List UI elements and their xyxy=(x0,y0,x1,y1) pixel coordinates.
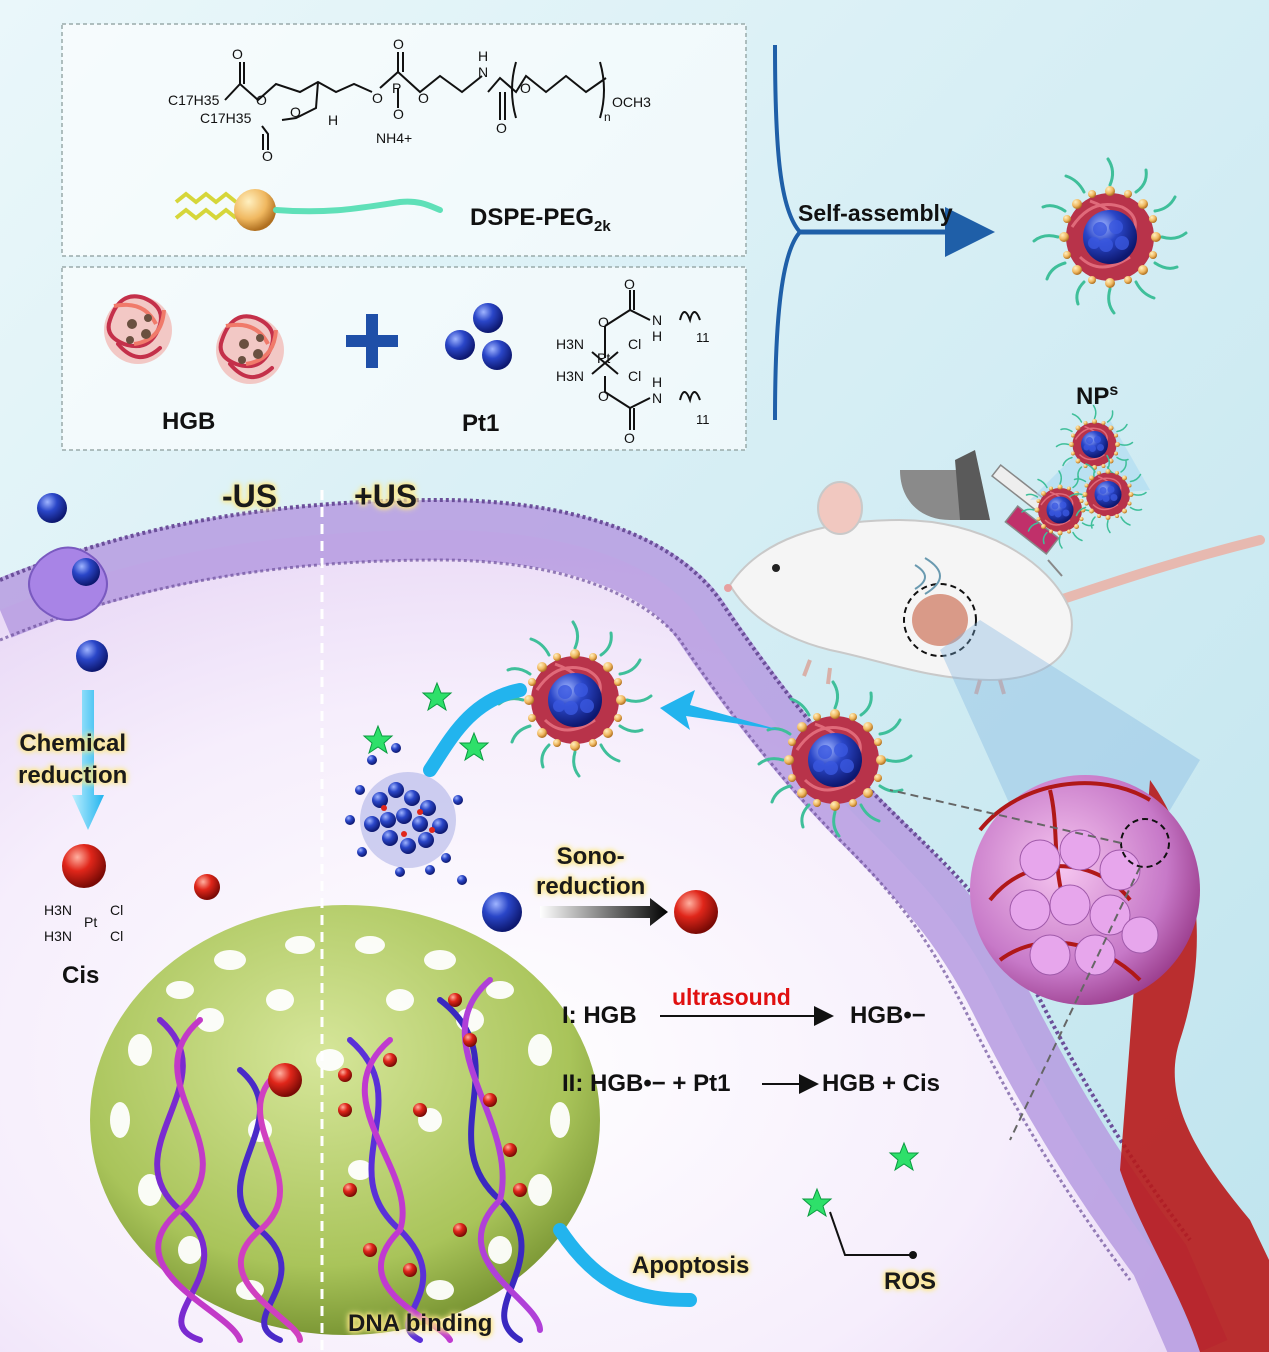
pt1-spheres-cluster xyxy=(445,303,512,370)
reaction-2-products: HGB + Cis xyxy=(822,1070,941,1097)
apoptosis-arrow xyxy=(553,1223,697,1307)
pt1-atom-n-b: N xyxy=(652,390,663,406)
cis-sphere-free xyxy=(194,874,220,900)
pt1-chain-count-a: 11 xyxy=(696,330,710,345)
cis-cl-a: Cl xyxy=(110,902,124,918)
release-arrow xyxy=(423,683,527,777)
lipid-label: DSPE-PEG2k xyxy=(470,204,611,235)
cargo-box xyxy=(61,266,747,451)
pt1-atom-h-a: H xyxy=(652,328,663,344)
reaction-1-product: HGB•− xyxy=(850,1002,926,1029)
nps-superscript: s xyxy=(1109,382,1119,399)
minus-us-label: -US xyxy=(222,478,278,514)
pt1-atom-h-b: H xyxy=(652,374,663,390)
pt1-cl-a: Cl xyxy=(628,336,642,352)
reaction-1-prefix: I: HGB xyxy=(562,1002,637,1029)
tumor-illustration xyxy=(889,775,1269,1352)
dna-binding-label: DNA binding xyxy=(348,1310,493,1337)
uptake-arrow xyxy=(660,690,780,730)
reaction-2-reactants: II: HGB•− + Pt1 xyxy=(562,1070,731,1097)
pt1-metal: Pt xyxy=(597,350,611,366)
hgb-label: HGB xyxy=(162,408,216,435)
pt1-atom-o-b: O xyxy=(598,388,609,404)
cis-h3n-b: H3N xyxy=(44,928,73,944)
membrane-transporter xyxy=(28,546,108,621)
disassembled-nanoparticle xyxy=(345,743,467,885)
lipid-atom-h: H xyxy=(328,112,339,128)
hgb-protein-1 xyxy=(102,294,174,366)
ros-pointer-dot xyxy=(909,1251,917,1259)
nps-label: NPs xyxy=(1076,382,1119,410)
nucleus xyxy=(90,905,600,1335)
lipid-atom-o-4: O xyxy=(262,148,273,164)
lipid-atom-o-9: O xyxy=(496,120,507,136)
lipid-atom-o-10: O xyxy=(520,80,531,96)
lipid-tail-1-label: C17H35 xyxy=(168,92,220,108)
cis-h3n-a: H3N xyxy=(44,902,73,918)
lipid-atom-o-8: O xyxy=(418,90,429,106)
lipid-atom-h-2: H xyxy=(478,48,489,64)
cis-metal: Pt xyxy=(84,914,98,930)
cis-label: Cis xyxy=(62,962,100,989)
pt1-label: Pt1 xyxy=(462,410,500,437)
syringe-illustration xyxy=(990,463,1063,577)
mouse-illustration xyxy=(724,450,1265,695)
top-left-boxes xyxy=(61,23,747,451)
lipid-repeat-n: n xyxy=(604,110,611,124)
lipid-structure xyxy=(224,52,607,150)
lipid-counter-ion: NH4+ xyxy=(376,130,413,146)
lipid-label-subscript: 2k xyxy=(594,217,611,235)
pt1-atom-o-c: O xyxy=(624,276,635,292)
pt1-atom-o-a: O xyxy=(598,314,609,330)
lipid-atom-o-2: O xyxy=(256,92,267,108)
cis-sphere-sono xyxy=(674,890,718,934)
chemical-reduction-line-1: Chemical xyxy=(19,730,127,757)
cell-membrane xyxy=(0,499,1228,1352)
sono-reduction-label: Sono- reduction xyxy=(536,842,645,902)
lipid-peg-end: OCH3 xyxy=(612,94,651,110)
pt1-ligand-nh3-b: H3N xyxy=(556,368,585,384)
apoptosis-label: Apoptosis xyxy=(632,1252,750,1279)
sono-reduction-line-1: Sono- xyxy=(556,843,625,870)
sono-reduction-arrow xyxy=(540,898,668,926)
lipid-atom-o-1: O xyxy=(232,46,243,62)
pt1-sphere-sono xyxy=(482,892,522,932)
lipid-cartoon xyxy=(174,189,443,231)
self-assembly-label: Self-assembly xyxy=(798,200,953,226)
membrane-inner-edge xyxy=(0,558,1132,1281)
hgb-protein-2 xyxy=(214,314,286,386)
lipid-atom-o-5: O xyxy=(372,90,383,106)
lipid-atom-n: N xyxy=(478,64,489,80)
plus-us-label: +US xyxy=(354,478,418,514)
pt1-chain-count-b: 11 xyxy=(696,412,710,427)
self-assembly-arrow xyxy=(773,44,995,421)
lipid-atom-o-6: O xyxy=(393,36,404,52)
lipid-atom-o-3: O xyxy=(290,104,301,120)
lipid-atom-p: P xyxy=(392,80,402,96)
ros-pointer xyxy=(829,1211,913,1256)
plus-icon xyxy=(346,314,398,368)
chemical-reduction-line-2: reduction xyxy=(18,762,128,789)
pt1-cl-b: Cl xyxy=(628,368,642,384)
ros-label: ROS xyxy=(884,1268,937,1295)
pt1-sphere-outside xyxy=(37,493,67,523)
cis-dots-nucleus xyxy=(268,993,527,1277)
cis-cl-b: Cl xyxy=(110,928,124,944)
pt1-sphere-inside xyxy=(76,640,108,672)
pt1-atom-o-d: O xyxy=(624,430,635,446)
pt1-atom-n-a: N xyxy=(652,312,663,328)
lipid-tail-2-label: C17H35 xyxy=(200,110,252,126)
cis-sphere-left xyxy=(62,844,106,888)
chemical-reduction-label: Chemical reduction xyxy=(18,728,127,792)
reaction-1-condition: ultrasound xyxy=(672,984,791,1010)
pt1-structure xyxy=(591,290,701,430)
pt1-ligand-nh3-a: H3N xyxy=(556,336,585,352)
sono-reduction-line-2: reduction xyxy=(536,873,646,900)
chemical-reduction-arrow xyxy=(72,690,104,830)
lipid-atom-o-7: O xyxy=(393,106,404,122)
membrane-outer-edge xyxy=(0,497,1192,1242)
